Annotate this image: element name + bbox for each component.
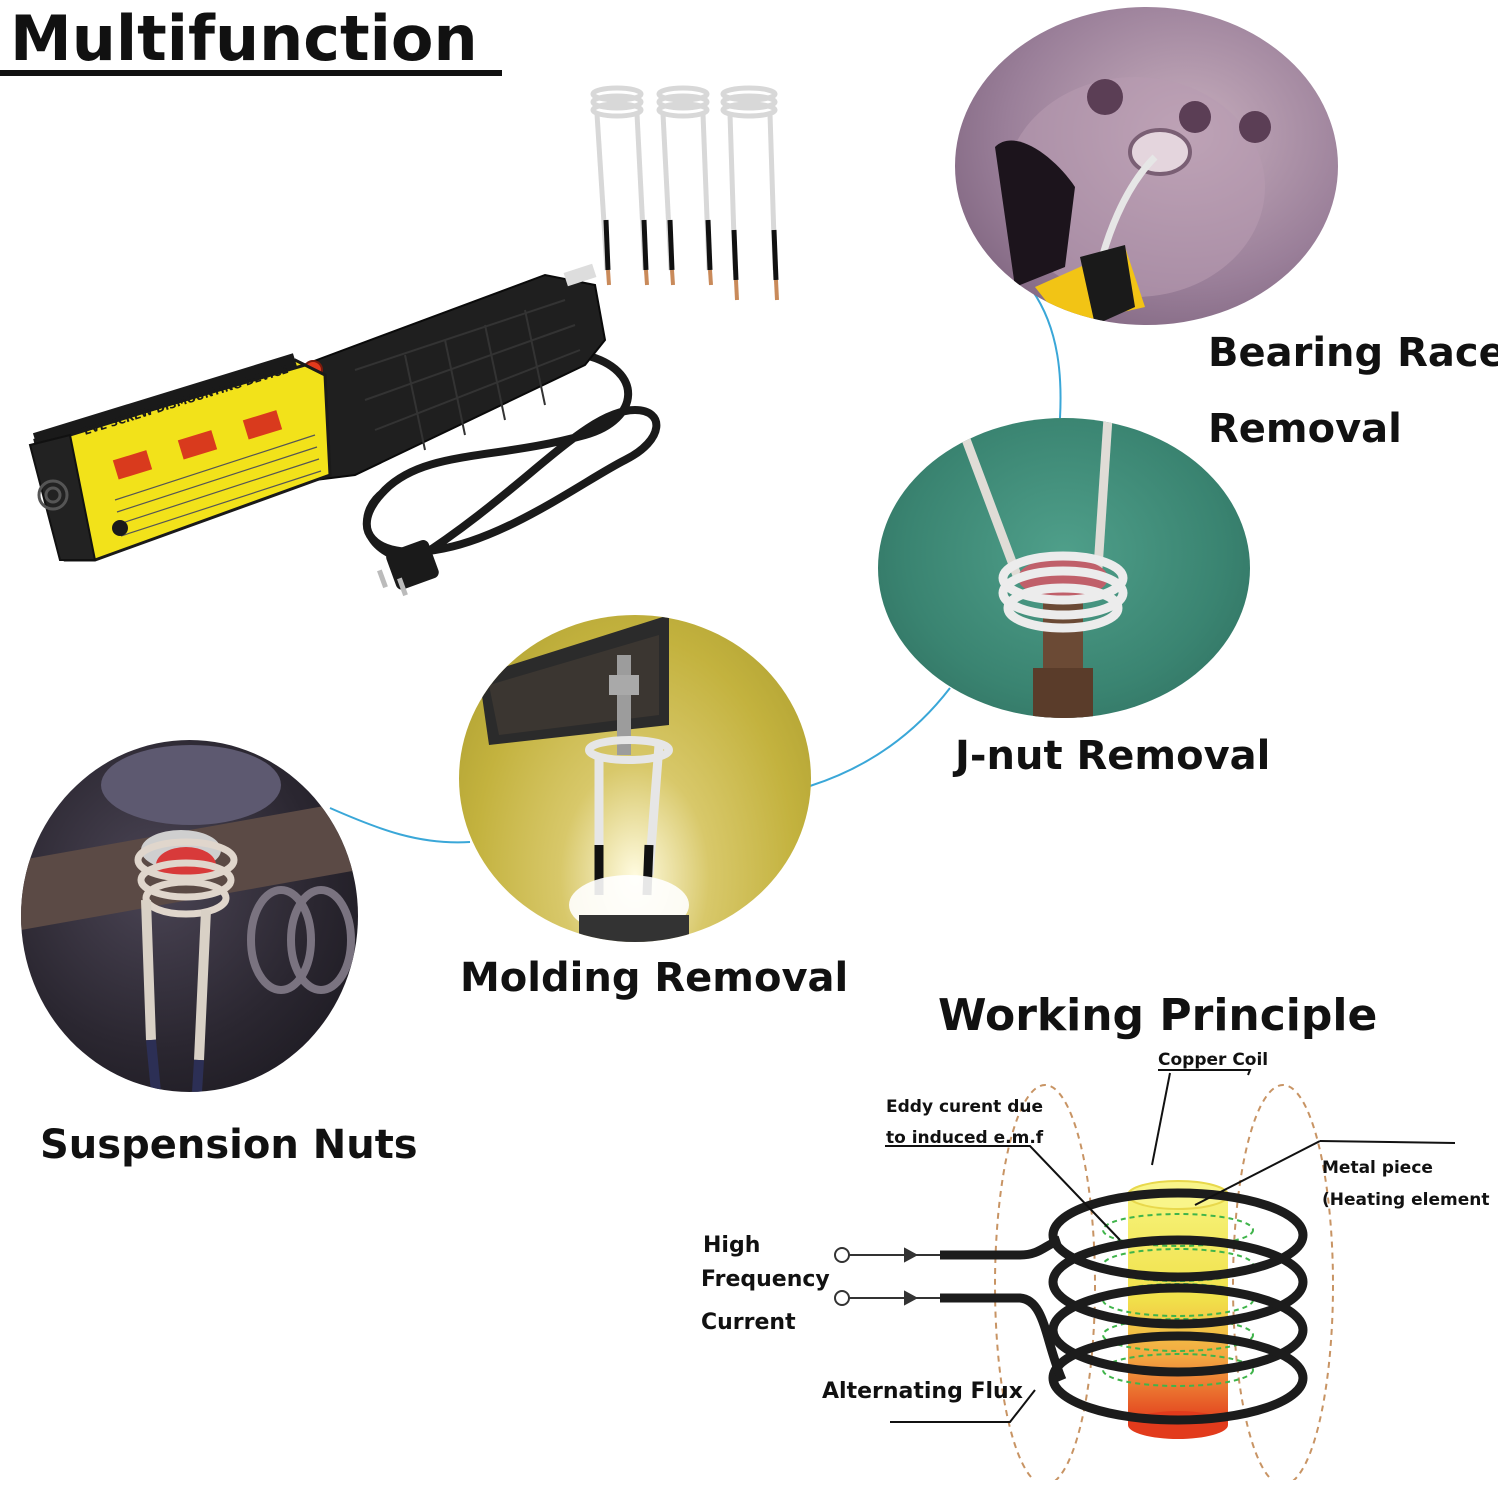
alternating-flux-label: Alternating Flux bbox=[822, 1379, 1023, 1404]
coil-probes-image bbox=[590, 85, 779, 301]
bearing-race-label-line1: Bearing Race bbox=[1208, 330, 1498, 376]
metal-piece-cylinder bbox=[1127, 1180, 1229, 1439]
hf-terminals bbox=[834, 1247, 850, 1306]
suspension-nuts-photo bbox=[21, 740, 358, 1092]
title-underline bbox=[0, 70, 502, 76]
bearing-race-label-line2: Removal bbox=[1208, 406, 1402, 452]
eddy-current-label-1: Eddy curent due bbox=[886, 1097, 1043, 1117]
coil-probe-1 bbox=[590, 85, 648, 271]
suspension-nuts-label: Suspension Nuts bbox=[40, 1122, 418, 1168]
copper-coil-label: Copper Coil bbox=[1158, 1050, 1268, 1070]
metal-piece-leader bbox=[1194, 1140, 1321, 1206]
metal-piece-label-2: (Heating element) bbox=[1322, 1190, 1490, 1210]
working-principle-title: Working Principle bbox=[938, 990, 1378, 1041]
eddy-leader bbox=[885, 1145, 1121, 1241]
connector-jnut-molding bbox=[809, 687, 951, 787]
power-plug bbox=[377, 540, 439, 597]
jnut-removal-photo bbox=[878, 418, 1250, 718]
power-cord bbox=[362, 351, 661, 564]
molding-removal-photo bbox=[459, 615, 811, 942]
induction-heater-device-image: EVE SCREW DISMOUNTING DEVICE bbox=[28, 263, 661, 597]
coil-probe-3 bbox=[720, 85, 778, 271]
copper-coil bbox=[940, 1188, 1308, 1425]
connector-bearing-jnut bbox=[1031, 289, 1062, 419]
alternating-flux-lines bbox=[994, 1084, 1334, 1480]
device-front-grille bbox=[28, 433, 97, 561]
hf-label-3: Current bbox=[701, 1310, 796, 1335]
page-title: Multifunction bbox=[10, 2, 478, 75]
coil-probe-2 bbox=[656, 85, 712, 271]
eddy-current-label-2: to induced e.m.f bbox=[886, 1128, 1044, 1148]
metal-piece-label-1: Metal piece bbox=[1322, 1158, 1433, 1178]
flux-leader bbox=[890, 1389, 1036, 1423]
copper-coil-leader bbox=[1158, 1069, 1252, 1076]
jnut-removal-label: J-nut Removal bbox=[955, 733, 1271, 779]
working-principle-diagram: Copper Coil Eddy curent due to induced e… bbox=[701, 1050, 1490, 1480]
hf-label-2: Frequency bbox=[701, 1267, 830, 1292]
bearing-race-photo bbox=[955, 7, 1338, 325]
molding-removal-label: Molding Removal bbox=[460, 955, 849, 1001]
hf-label-1: High bbox=[703, 1233, 760, 1258]
